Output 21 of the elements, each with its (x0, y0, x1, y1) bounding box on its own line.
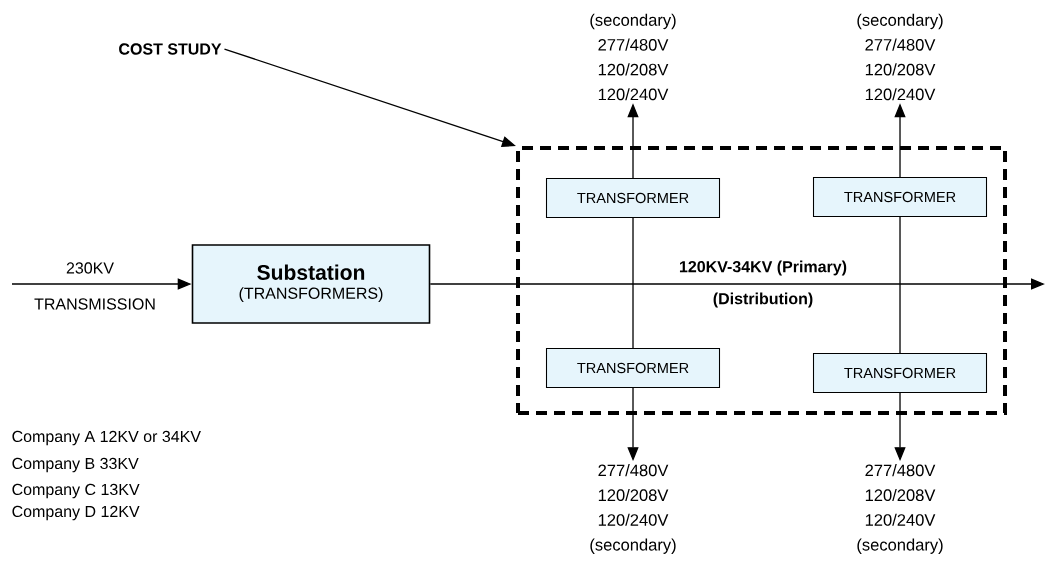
transformer-box: TRANSFORMER (812, 176, 988, 218)
dashed-boundary-box (516, 146, 1007, 415)
transformer-box: TRANSFORMER (812, 352, 988, 394)
note-text: Company A 12KV or 34KV (10, 429, 203, 447)
substation-box: Substation (TRANSFORMERS) (191, 244, 431, 324)
transformer-box: TRANSFORMER (545, 347, 721, 389)
text-label: TRANSMISSION (32, 297, 158, 311)
connector-line (899, 216, 901, 354)
text-label: (Distribution) (711, 291, 815, 309)
note-text: Company D 12KV (10, 504, 141, 522)
edge-label: 230KV (64, 261, 116, 275)
callout-text: COST STUDY (119, 43, 222, 55)
connector-line (632, 217, 634, 349)
voltage-label: 277/480V 120/208V 120/240V (secondary) (590, 464, 676, 554)
transformer-box: TRANSFORMER (545, 177, 721, 219)
voltage-label: (secondary) 277/480V 120/208V 120/240V (857, 13, 943, 101)
edge-label: 120KV-34KV (Primary) (677, 259, 849, 277)
note-text: Company B 33KV (10, 456, 141, 474)
voltage-label: (secondary) 277/480V 120/208V 120/240V (590, 13, 676, 101)
voltage-label: 277/480V 120/208V 120/240V (secondary) (857, 464, 943, 554)
note-text: Company C 13KV (10, 482, 141, 500)
